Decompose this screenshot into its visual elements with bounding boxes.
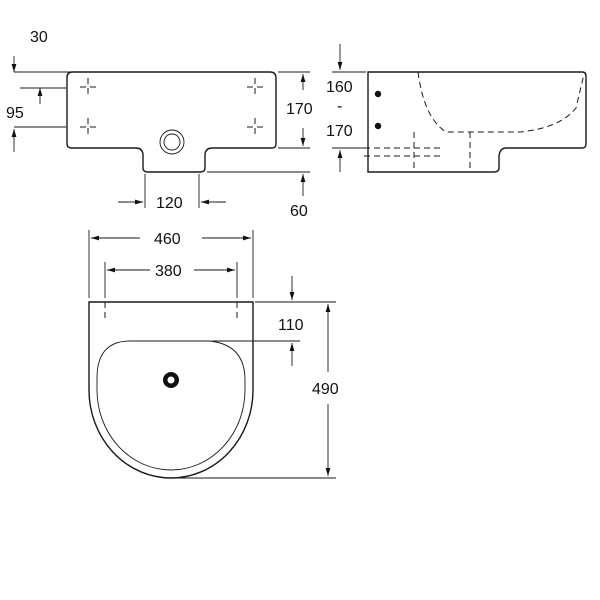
dim-60-label: 60 [290, 203, 308, 220]
side-fixing-point [374, 122, 382, 130]
front-mounting-holes [80, 78, 263, 136]
top-view-bowl-outline [96, 340, 246, 471]
side-view: 160 - 170 [326, 44, 587, 173]
side-fixing-point [374, 90, 382, 98]
dim-170-left-label: 170 [286, 101, 313, 118]
drain-pipe [159, 129, 185, 155]
front-view-outline [66, 71, 277, 173]
dim-110-label: 110 [278, 317, 304, 334]
dim-460-label: 460 [154, 231, 181, 248]
drain-hole-center [167, 376, 175, 384]
dim-160-label: 160 [326, 79, 353, 96]
top-view: 460 380 110 490 [88, 230, 339, 479]
dim-490-label: 490 [312, 381, 339, 398]
side-view-outline [367, 71, 587, 173]
dim-range-dash: - [337, 98, 342, 115]
dim-380-label: 380 [155, 263, 182, 280]
basin-profile-dashed [417, 71, 585, 133]
top-view-outer-outline [88, 301, 254, 479]
front-view: 30 95 170 60 120 [6, 29, 313, 220]
dim-170-right-label: 170 [326, 123, 353, 140]
drain-pipe-inner [163, 133, 181, 151]
dim-30-label: 30 [30, 29, 48, 46]
dim-95-label: 95 [6, 105, 24, 122]
dim-120-label: 120 [156, 195, 183, 212]
